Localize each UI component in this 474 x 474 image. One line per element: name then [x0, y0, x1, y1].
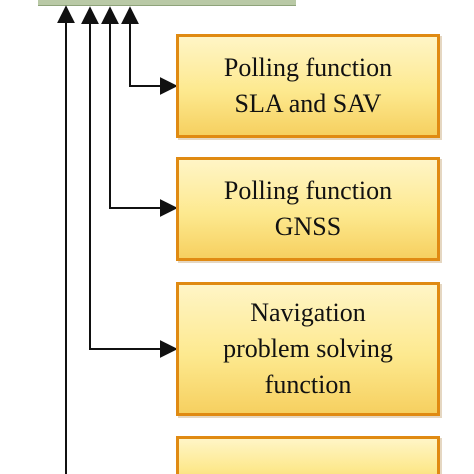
navigation-solving-block: Navigation problem solving function	[176, 282, 440, 416]
parent-block-edge	[38, 0, 296, 6]
block-label-line: SLA and SAV	[234, 89, 382, 118]
polling-gnss-block: Polling function GNSS	[176, 157, 440, 261]
block-label-line: Polling function	[223, 53, 393, 82]
connector-bus-sla-sav	[121, 6, 178, 95]
connector-bus-gnss	[101, 6, 178, 217]
block-label-line: problem solving	[223, 334, 393, 363]
block-label-line: Navigation	[250, 298, 366, 327]
block-label-line: GNSS	[274, 212, 342, 241]
polling-sla-sav-block: Polling function SLA and SAV	[176, 34, 440, 138]
connector-bus-navigation	[81, 6, 178, 358]
block-label-line: function	[264, 370, 352, 399]
cropped-fourth-block	[176, 436, 440, 474]
block-label-line: Polling function	[223, 176, 393, 205]
